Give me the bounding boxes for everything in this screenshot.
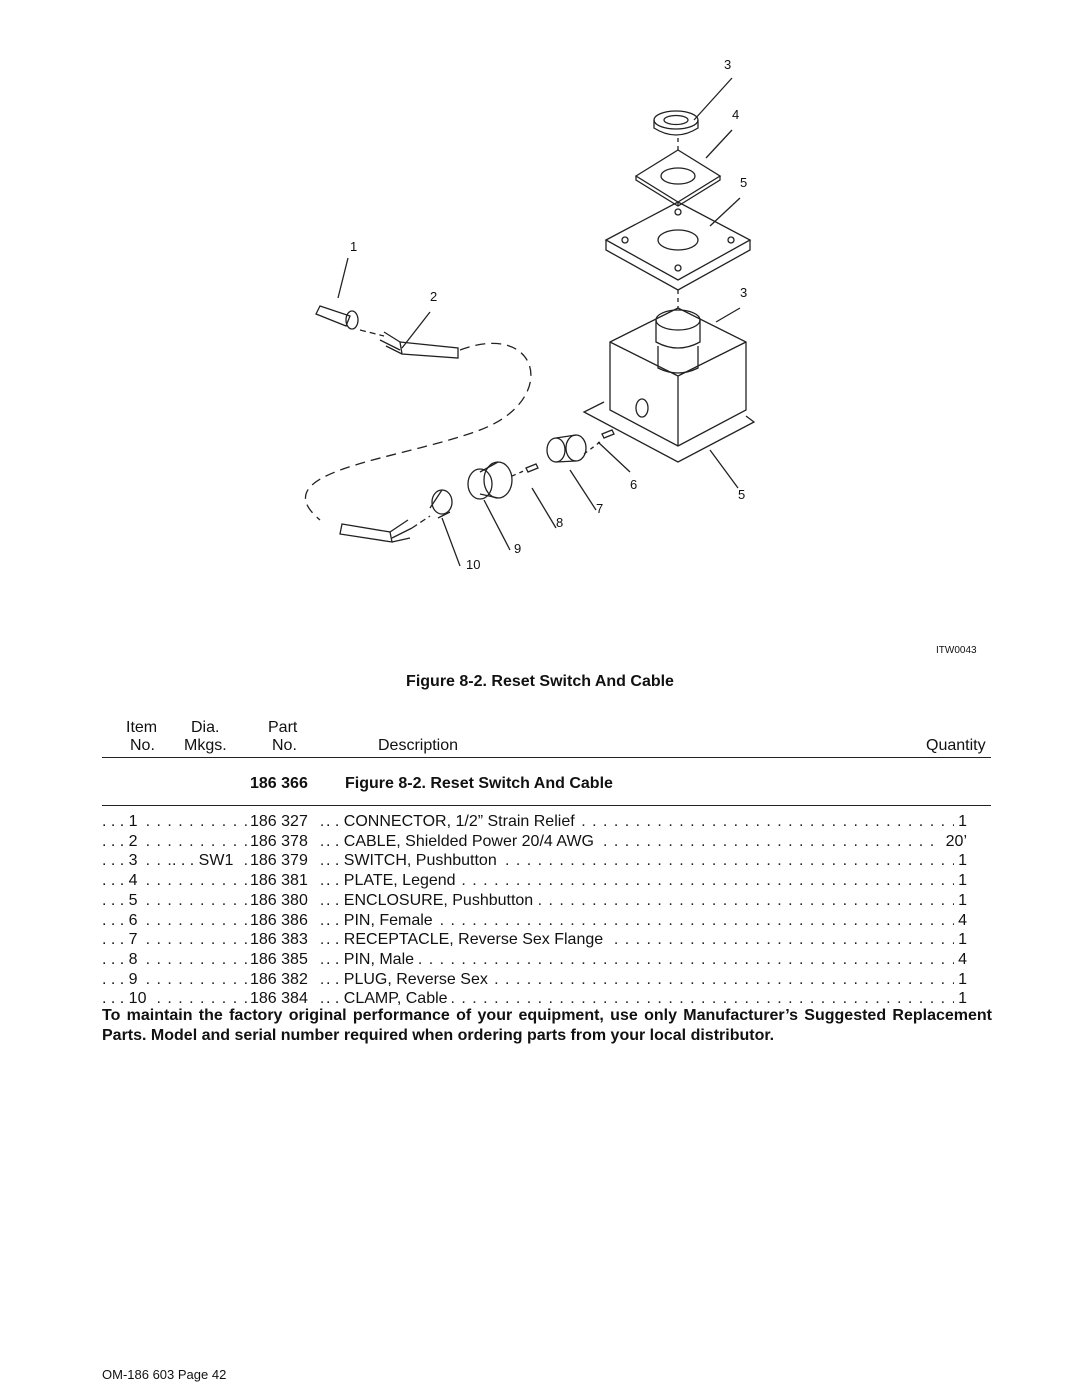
callout-label: 6	[630, 477, 638, 492]
replacement-parts-notice: To maintain the factory original perform…	[102, 1007, 992, 1044]
parts-row: . . . . . . . . . . . . . . . . . . . . …	[102, 989, 967, 1010]
dia-mkgs: . . . SW1	[172, 851, 238, 872]
callout-label: 7	[596, 501, 604, 516]
callout-label: 10	[466, 557, 481, 572]
part-description: . . CLAMP, Cable	[326, 989, 452, 1010]
part-no: 186 379	[250, 851, 312, 872]
part-no: 186 381	[250, 871, 312, 892]
part-no: 186 384	[250, 989, 312, 1010]
quantity: 4	[954, 949, 967, 970]
quantity: 1	[954, 890, 967, 911]
header-quantity: Quantity	[926, 737, 986, 754]
parts-row: . . . . . . . . . . . . . . . . . . . . …	[102, 969, 967, 990]
callout-label: 2	[430, 289, 438, 304]
part-no: 186 378	[250, 831, 312, 852]
leader-dots: . . . . . . . . . . . . . . . . . . . . …	[102, 950, 967, 968]
part-description: . . PLUG, Reverse Sex	[326, 969, 492, 990]
quantity: 4	[954, 910, 967, 931]
part-description: . . PIN, Female	[326, 910, 437, 931]
item-no: . . . 10	[102, 989, 151, 1010]
callout-label: 8	[556, 515, 564, 530]
part-no: 186 382	[250, 969, 312, 990]
part-no: 186 327	[250, 812, 312, 832]
part-description: . . SWITCH, Pushbutton	[326, 851, 501, 872]
callout-label: 3	[740, 285, 748, 300]
quantity: 1	[954, 851, 967, 872]
leader-dots: . . . . . . . . . . . . . . . . . . . . …	[102, 990, 967, 1008]
part-no: 186 385	[250, 949, 312, 970]
part-no: 186 386	[250, 910, 312, 931]
page-footer: OM-186 603 Page 42	[102, 1367, 227, 1382]
part-description: . . PLATE, Legend	[326, 871, 460, 892]
quantity: 1	[954, 969, 967, 990]
part-description: . . CONNECTOR, 1/2” Strain Relief	[326, 812, 579, 832]
assembly-rule	[102, 805, 991, 806]
item-no: . . . 2	[102, 831, 142, 852]
header-item-no: No.	[130, 737, 155, 754]
exploded-view-diagram: 3 4 5 1 2 3 6 5 7 8 9 10	[280, 50, 1000, 660]
part-no: 186 380	[250, 890, 312, 911]
parts-row: . . . . . . . . . . . . . . . . . . . . …	[102, 890, 967, 911]
header-part-no: No.	[272, 737, 297, 754]
assembly-description: Figure 8-2. Reset Switch And Cable	[345, 775, 613, 792]
quantity: 1	[954, 930, 967, 951]
leader-dots: . . . . . . . . . . . . . . . . . . . . …	[102, 872, 967, 890]
figure-code: ITW0043	[936, 645, 977, 656]
part-no: 186 383	[250, 930, 312, 951]
leader-dots: . . . . . . . . . . . . . . . . . . . . …	[102, 911, 967, 929]
header-rule	[102, 757, 991, 758]
parts-row: . . . . . . . . . . . . . . . . . . . . …	[102, 930, 967, 951]
quantity: 1	[954, 989, 967, 1010]
item-no: . . . 6	[102, 910, 142, 931]
leader-dots: . . . . . . . . . . . . . . . . . . . . …	[102, 852, 967, 870]
header-part: Part	[268, 719, 298, 736]
part-description: . . RECEPTACLE, Reverse Sex Flange	[326, 930, 608, 951]
header-description: Description	[378, 737, 459, 754]
item-no: . . . 5	[102, 890, 142, 911]
header-item: Item	[126, 719, 158, 736]
parts-row: . . . . . . . . . . . . . . . . . . . . …	[102, 949, 967, 970]
item-no: . . . 4	[102, 871, 142, 892]
part-description: . . CABLE, Shielded Power 20/4 AWG	[326, 831, 598, 852]
callout-label: 5	[738, 487, 746, 502]
callout-label: 9	[514, 541, 522, 556]
header-dia: Dia.	[191, 719, 220, 736]
item-no: . . . 1	[102, 812, 142, 832]
part-description: . . PIN, Male	[326, 949, 419, 970]
assembly-part-no: 186 366	[250, 775, 308, 792]
quantity: 1	[954, 812, 967, 832]
quantity: 20’	[941, 831, 967, 852]
callout-label: 4	[732, 107, 740, 122]
item-no: . . . 3	[102, 851, 142, 872]
header-dia-mkgs: Mkgs.	[184, 737, 227, 754]
quantity: 1	[954, 871, 967, 892]
figure-caption: Figure 8-2. Reset Switch And Cable	[406, 673, 674, 690]
leader-dots: . . . . . . . . . . . . . . . . . . . . …	[102, 970, 967, 988]
item-no: . . . 7	[102, 930, 142, 951]
parts-illustration	[304, 77, 756, 567]
item-no: . . . 9	[102, 969, 142, 990]
callout-label: 1	[350, 239, 358, 254]
parts-row: . . . . . . . . . . . . . . . . . . . . …	[102, 851, 967, 872]
callout-label: 5	[740, 175, 748, 190]
parts-row: . . . . . . . . . . . . . . . . . . . . …	[102, 910, 967, 931]
item-no: . . . 8	[102, 949, 142, 970]
part-description: . . ENCLOSURE, Pushbutton	[326, 890, 538, 911]
parts-row: . . . . . . . . . . . . . . . . . . . . …	[102, 831, 967, 852]
parts-row: . . . . . . . . . . . . . . . . . . . . …	[102, 812, 967, 832]
parts-row: . . . . . . . . . . . . . . . . . . . . …	[102, 871, 967, 892]
callout-label: 3	[724, 57, 732, 72]
